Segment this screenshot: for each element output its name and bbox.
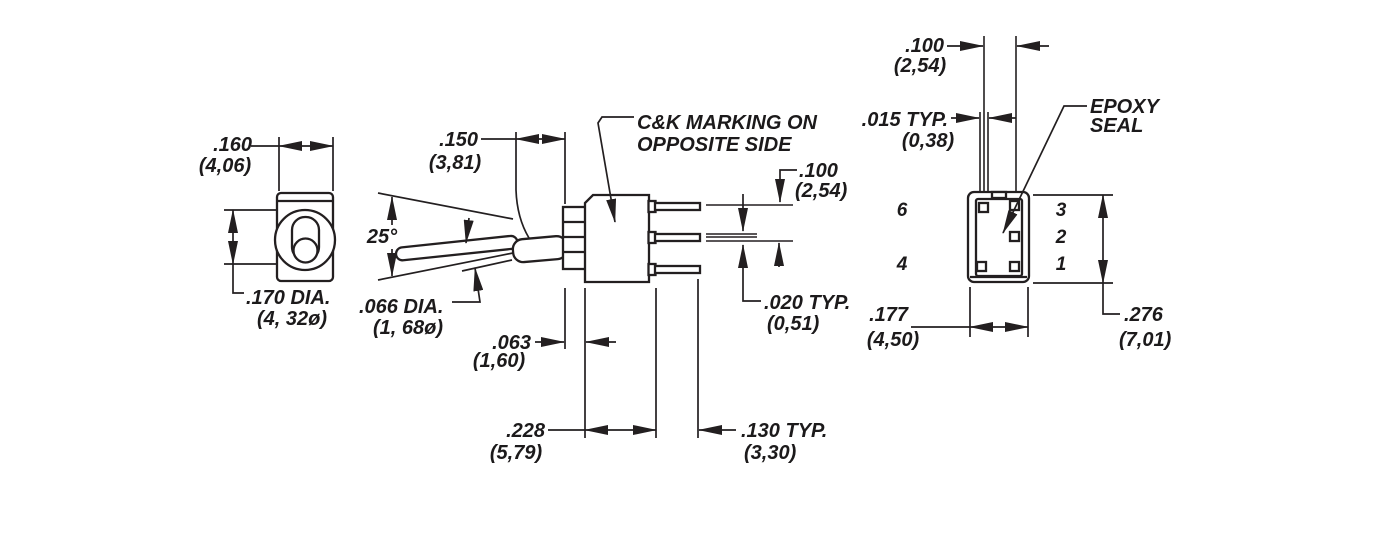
pin-label-6: 6: [897, 200, 908, 221]
marking-note-line2: OPPOSITE SIDE: [637, 134, 792, 156]
bushing-dim-inches: .150: [439, 129, 478, 151]
body-depth-mm: (5,79): [490, 442, 543, 464]
actuator-rod: [394, 234, 519, 262]
actuator-dia-inches: .066 DIA.: [359, 296, 443, 318]
terminal-width-mm: (0,38): [902, 130, 955, 152]
terminal-len-inches: .130 TYP.: [741, 420, 827, 442]
terminal-pad-1: [1008, 260, 1021, 273]
base-top-notch: [990, 190, 1008, 200]
body-width-mm: (4,50): [867, 329, 920, 351]
terminal-pitch-mm: (2,54): [795, 180, 848, 202]
width-dim-mm: (4,06): [199, 155, 252, 177]
width-dim-inches: .160: [213, 134, 252, 156]
bottom-view: EPOXY SEAL .100 (2,54) .015 TYP. (0,38) …: [862, 35, 1172, 351]
epoxy-note-line2: SEAL: [1090, 115, 1143, 137]
actuator-dia-arrow-down: [463, 217, 474, 244]
terminal-blade-top: [653, 201, 702, 212]
marking-note-leader: [597, 116, 634, 223]
top-view: .160 (4,06) .170 DIA. (4, 32ø): [199, 134, 337, 330]
actuator-dia-mm: (1, 68ø): [373, 317, 443, 339]
terminal-width-inches: .015 TYP.: [862, 109, 948, 131]
terminal-pitch-inches: .100: [799, 160, 838, 182]
terminal-thick-inches: .020 TYP.: [764, 292, 850, 314]
terminal-blade-middle: [653, 232, 702, 243]
actuator-lower-edge-line: [461, 259, 513, 272]
toggle-tip-circle: [292, 237, 319, 264]
body-length-mm: (7,01): [1119, 329, 1172, 351]
terminal-blade-bottom: [653, 264, 702, 275]
pin-label-2: 2: [1055, 227, 1067, 248]
pin-label-3: 3: [1056, 200, 1067, 221]
body-depth-inches: .228: [506, 420, 546, 442]
terminal-thick-mm: (0,51): [767, 313, 820, 335]
throw-angle-label: 25°: [366, 226, 398, 248]
pin-label-1: 1: [1056, 254, 1067, 275]
switch-body-outline: [583, 193, 651, 284]
bushing-face-mm: (1,60): [473, 350, 526, 372]
terminal-len-mm: (3,30): [744, 442, 797, 464]
terminal-pitch-leader-arrow: [775, 169, 797, 203]
bushing-face-inches: .063: [492, 332, 531, 354]
throw-angle-upper-line: [377, 192, 514, 220]
pin-label-4: 4: [896, 254, 908, 275]
toggle-dia-inches: .170 DIA.: [246, 287, 330, 309]
pivot-arc: [515, 189, 530, 239]
actuator-collar: [511, 235, 569, 264]
toggle-dia-mm: (4, 32ø): [257, 308, 327, 330]
epoxy-note-line1: EPOXY: [1090, 96, 1161, 118]
leader-line: [1102, 283, 1120, 315]
body-length-inches: .276: [1124, 304, 1164, 326]
terminal-space-mm: (2,54): [894, 55, 947, 77]
thickness-arrow-up-leader: [738, 244, 761, 302]
bushing-dim-mm: (3,81): [429, 152, 482, 174]
epoxy-seal-leader: [1002, 105, 1087, 234]
throw-angle-lower-line: [377, 252, 514, 281]
actuator-dia-arrow-up: [452, 267, 484, 303]
leader-line: [232, 264, 244, 294]
side-view: 25° C&K MARKING ON OPPOSITE SIDE .150 (3…: [359, 112, 850, 464]
terminal-pad-6: [977, 201, 990, 214]
terminal-space-inches: .100: [905, 35, 944, 57]
terminal-pad-4: [975, 260, 988, 273]
marking-note-line1: C&K MARKING ON: [637, 112, 818, 134]
body-width-inches: .177: [869, 304, 909, 326]
